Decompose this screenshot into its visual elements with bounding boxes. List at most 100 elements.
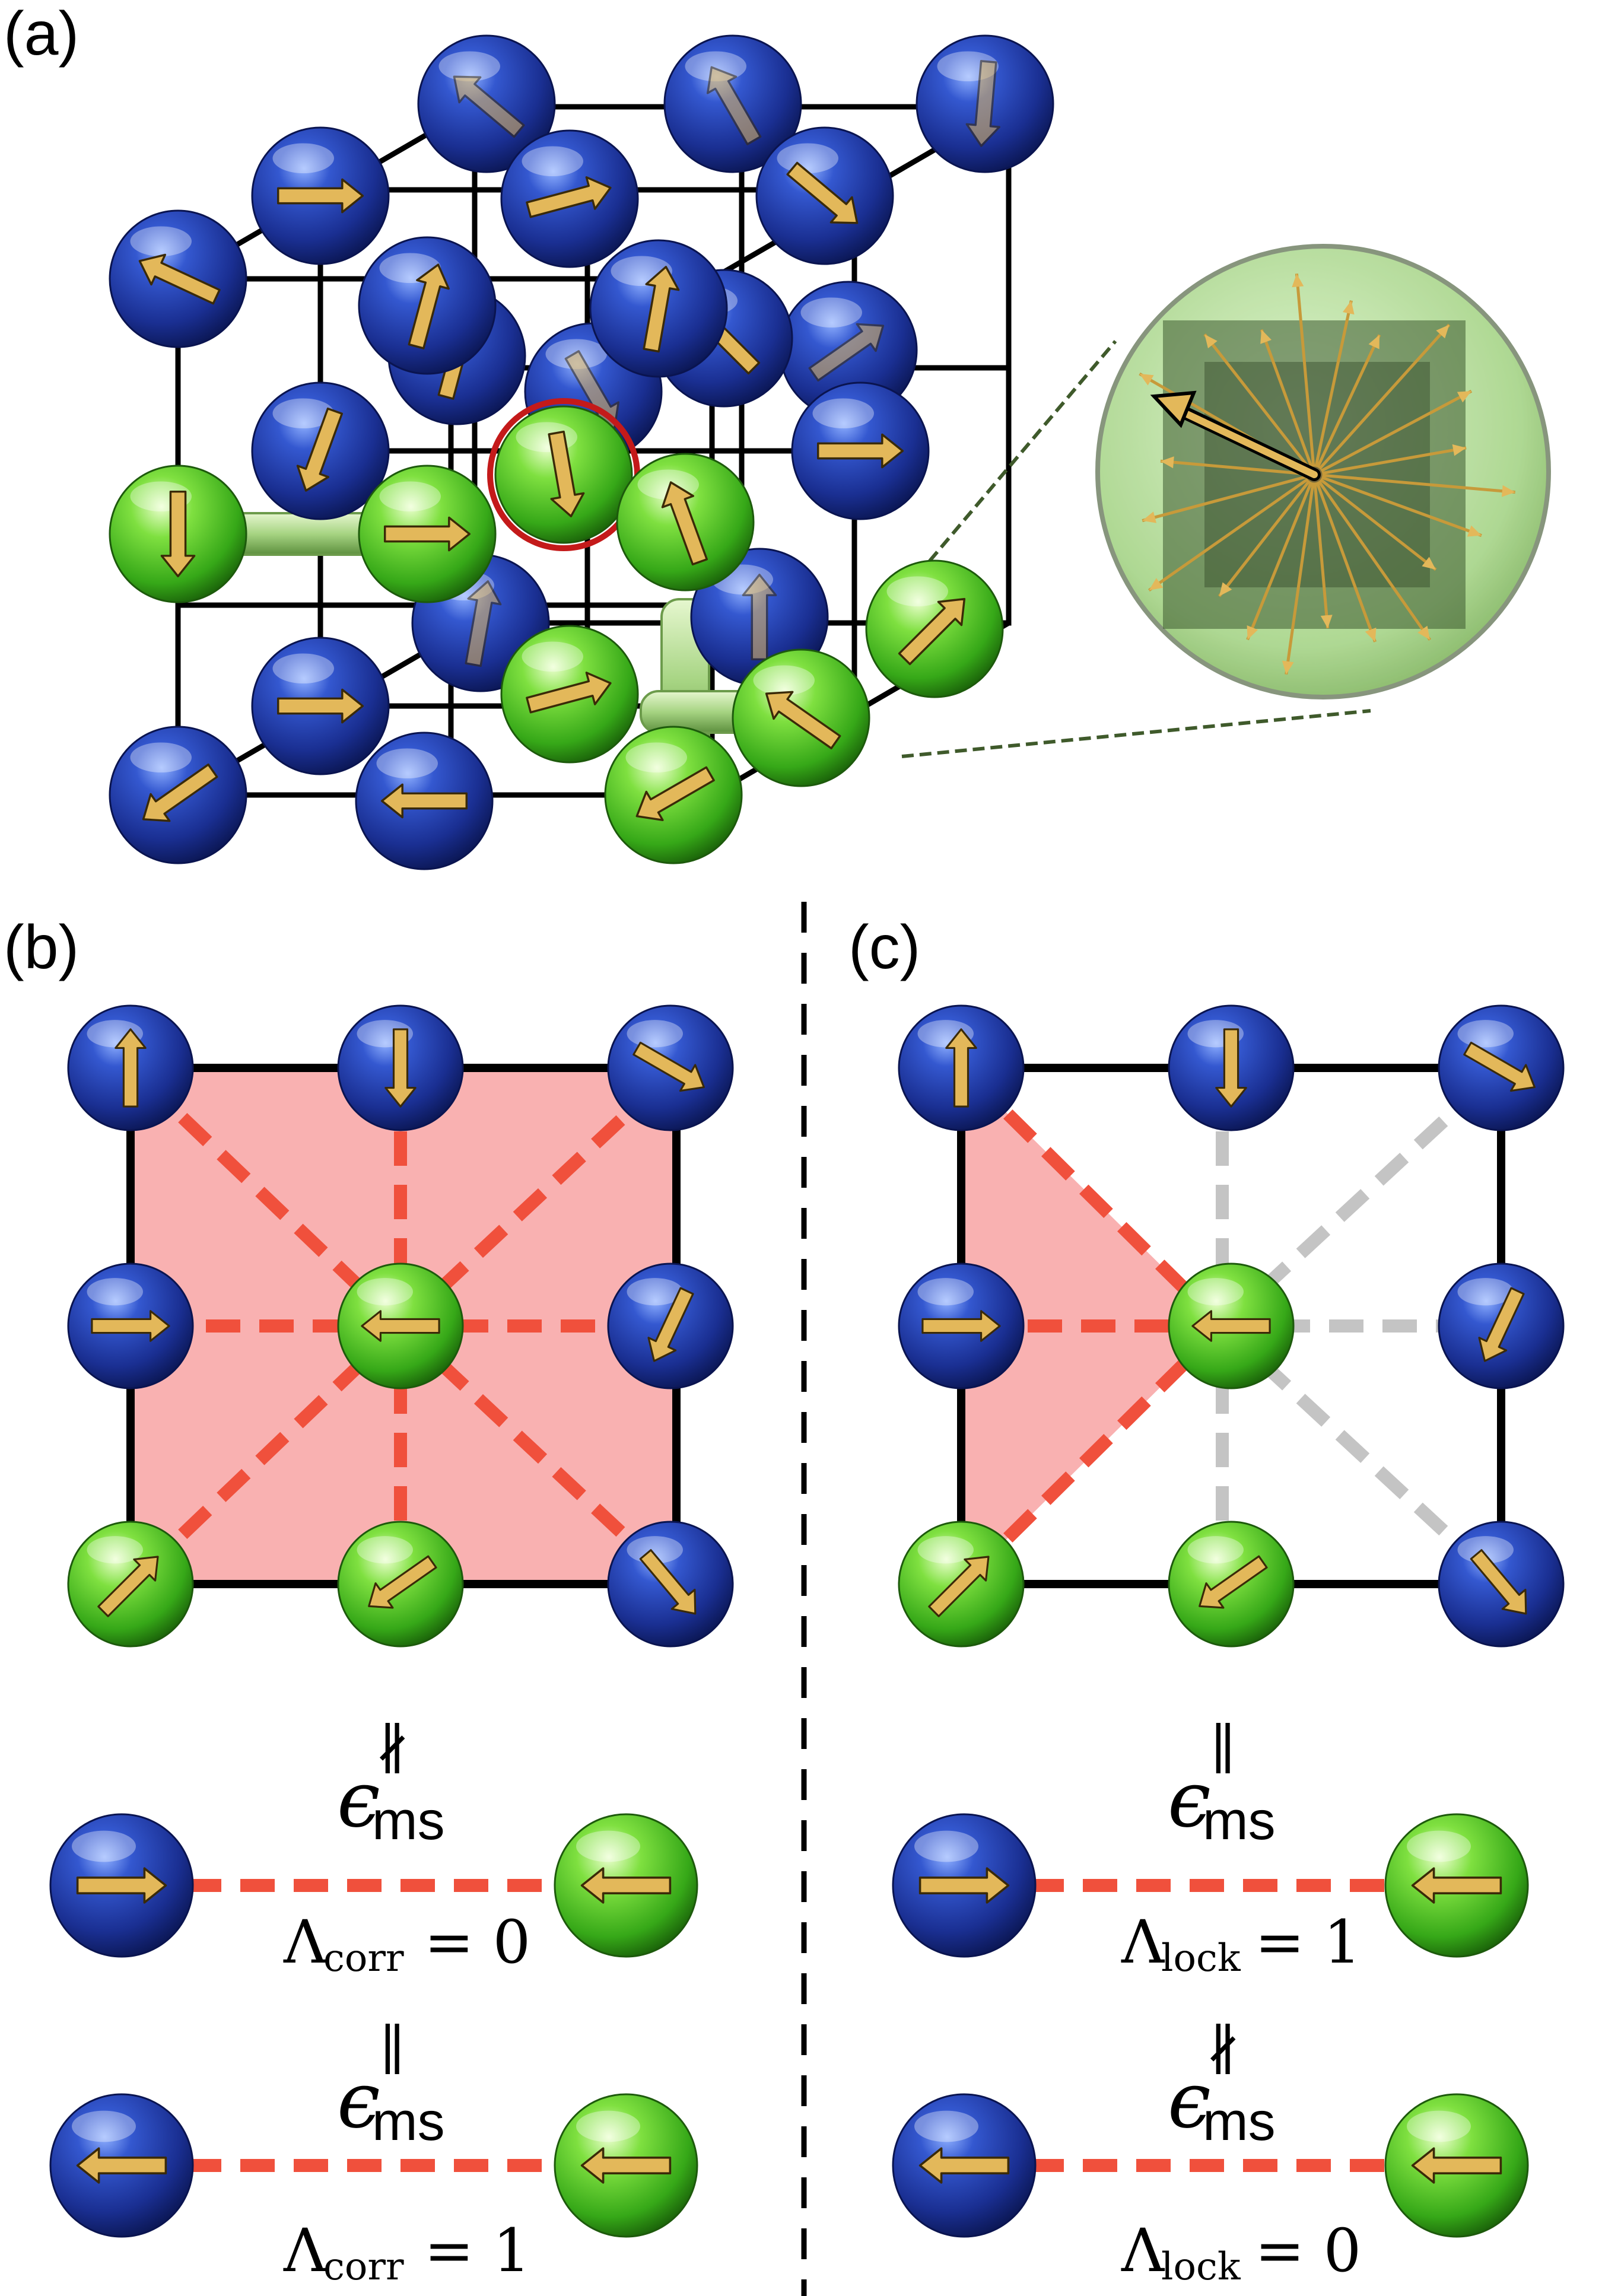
blue-atom — [417, 34, 556, 173]
blue-atom — [892, 1813, 1037, 1958]
spin-arrow-icon — [465, 580, 502, 667]
green-atom — [865, 559, 1004, 698]
epsilon-subscript: ms — [1203, 2091, 1276, 2152]
spin-arrow-icon — [526, 176, 612, 218]
possible-direction-ray — [1312, 473, 1432, 641]
blue-atom — [355, 732, 494, 870]
spin-arrow-icon — [765, 691, 841, 750]
spin-arrow-icon — [580, 2147, 672, 2184]
epsilon-subscript: ms — [1203, 1791, 1276, 1851]
blue-atom — [607, 1004, 734, 1131]
direction-arrowhead-icon — [1320, 615, 1333, 629]
possible-direction-ray — [1160, 459, 1315, 476]
spin-arrow-icon — [97, 1556, 159, 1617]
panel-c-pair-1-label: ϵ ms ∥ Λ lock = 1 — [1121, 1718, 1361, 1980]
spin-arrow-icon — [548, 430, 585, 517]
blue-atom — [607, 1263, 734, 1389]
epsilon-subscript: ms — [372, 2091, 445, 2152]
spin-arrow-icon — [742, 573, 777, 661]
direction-arrowhead-icon — [1452, 444, 1467, 456]
possible-direction-ray — [1312, 474, 1377, 643]
green-atom — [732, 648, 870, 787]
epsilon-superscript: ∦ — [375, 1718, 409, 1781]
direction-arrowhead-icon — [1139, 374, 1154, 386]
green-atom — [1168, 1521, 1295, 1648]
spin-arrow-icon — [898, 597, 966, 666]
direction-arrowhead-icon — [1149, 578, 1164, 591]
green-atom — [616, 453, 755, 592]
blue-atom — [67, 1263, 194, 1389]
green-atom — [898, 1521, 1025, 1648]
green-atom — [358, 465, 497, 603]
direction-arrowhead-icon — [1501, 485, 1515, 497]
blue-atom — [500, 129, 639, 268]
possible-direction-ray — [1148, 473, 1315, 592]
green-atom — [337, 1521, 464, 1648]
direction-arrowhead-icon — [1247, 625, 1258, 640]
blue-atom — [251, 381, 390, 520]
lambda-subscript: lock — [1161, 1936, 1241, 1980]
possible-direction-ray — [1218, 473, 1315, 597]
spin-arrow-icon — [408, 263, 450, 349]
green-atom — [554, 1813, 698, 1958]
spin-direction-fan — [1139, 274, 1515, 675]
direction-arrowhead-icon — [1160, 456, 1174, 469]
spin-arrow-icon — [965, 60, 1001, 147]
panel-b-label: (b) — [4, 913, 79, 982]
green-atom — [337, 1263, 464, 1389]
green-atom — [1168, 1263, 1295, 1389]
panel-c-label: (c) — [848, 913, 920, 982]
possible-direction-ray — [1260, 329, 1316, 475]
blue-atom — [1168, 1004, 1295, 1131]
blue-atom — [791, 381, 930, 520]
spin-arrow-icon — [635, 766, 715, 822]
possible-direction-ray — [1312, 474, 1330, 629]
spin-arrow-icon — [580, 1867, 672, 1904]
spin-arrow-icon — [1191, 1310, 1271, 1342]
spin-arrow-icon — [160, 490, 196, 578]
green-atom — [500, 625, 639, 764]
panel-a-label: (a) — [4, 0, 79, 68]
possible-direction-ray — [1314, 473, 1482, 537]
lambda-equals: = 1 — [1255, 1907, 1361, 1977]
direction-arrowhead-icon — [1142, 511, 1157, 523]
spin-arrow-icon — [1411, 1867, 1502, 1904]
panel-bc-atoms — [67, 1004, 1565, 1648]
blue-atom — [251, 126, 390, 265]
spin-arrow-icon — [945, 1028, 977, 1108]
spin-arrow-icon — [1470, 1549, 1527, 1615]
blue-atom — [1438, 1263, 1565, 1389]
green-atom — [604, 726, 743, 864]
possible-direction-ray — [1312, 334, 1381, 476]
possible-direction-ray — [1203, 333, 1315, 476]
spin-arrow-icon — [643, 266, 680, 353]
correlation-line — [956, 1063, 1227, 1331]
direction-arrowhead-icon — [1343, 300, 1355, 315]
blue-atom — [337, 1004, 464, 1131]
blue-atom — [916, 34, 1054, 173]
pair-examples — [49, 1813, 1529, 2238]
lambda-equals: = 1 — [424, 2216, 530, 2285]
lambda-equals: = 0 — [1255, 2216, 1361, 2285]
blue-atom — [67, 1004, 194, 1131]
lambda-equals: = 0 — [424, 1907, 530, 1977]
spin-arrow-icon — [786, 161, 859, 224]
blue-atom — [755, 126, 894, 265]
spin-arrow-icon — [453, 75, 525, 138]
epsilon-superscript: ∦ — [1206, 2018, 1240, 2082]
spin-arrow-icon — [1478, 1287, 1525, 1362]
lambda-subscript: corr — [323, 1936, 404, 1980]
epsilon-symbol: ϵ — [1168, 1754, 1211, 1845]
spin-arrow-icon — [632, 1041, 705, 1092]
possible-direction-ray — [1312, 300, 1353, 475]
direction-arrowhead-icon — [1457, 391, 1471, 403]
blue-atom — [251, 637, 390, 775]
spin-arrow-icon — [921, 1310, 1001, 1342]
lambda-symbol: Λ — [283, 1907, 328, 1977]
spin-arrow-icon — [276, 688, 364, 724]
direction-arrowhead-icon — [1417, 625, 1431, 640]
direction-arrowhead-icon — [1292, 274, 1304, 288]
spin-arrow-icon — [647, 1287, 694, 1362]
green-atom — [554, 2093, 698, 2238]
